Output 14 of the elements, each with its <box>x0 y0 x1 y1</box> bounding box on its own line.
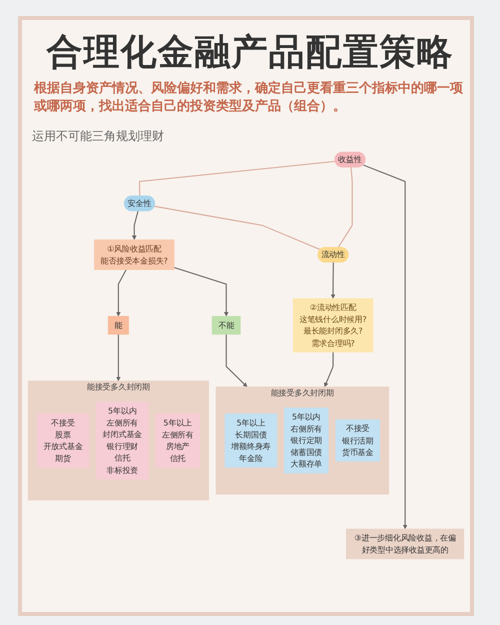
arrow <box>174 266 229 316</box>
arrow <box>226 334 248 388</box>
arrow <box>363 164 408 530</box>
arrow <box>116 269 127 316</box>
arrow <box>324 352 334 388</box>
connector <box>338 167 353 248</box>
connector <box>138 160 336 196</box>
arrow <box>330 262 336 299</box>
arrow <box>116 334 121 382</box>
subtitle: 根据自身资产情况、风险偏好和需求，确定自己更看重三个指标中的哪一项或哪两项，找出适合自己的投资类型及产品（组合）。 <box>34 80 464 116</box>
arrow <box>132 211 138 240</box>
title: 合理化金融产品配置策略 <box>46 31 454 75</box>
connector <box>154 206 321 250</box>
note-text: 运用不可能三角规划理财 <box>32 128 164 145</box>
